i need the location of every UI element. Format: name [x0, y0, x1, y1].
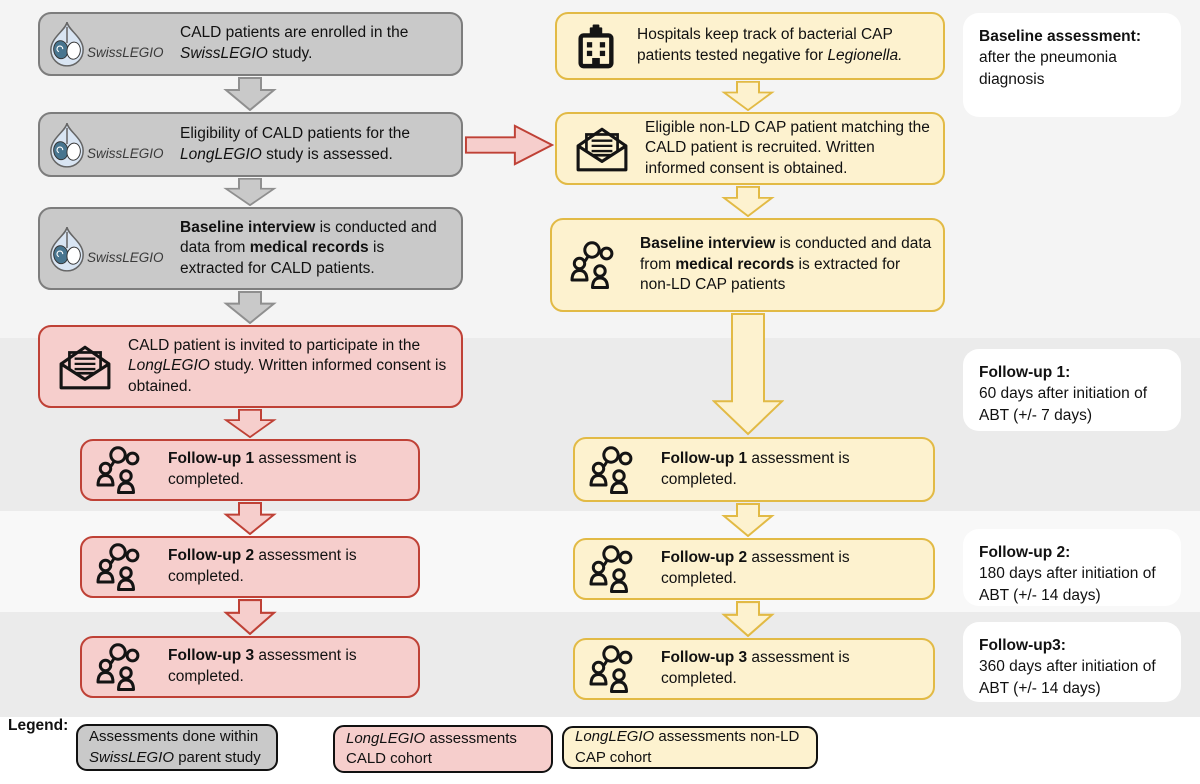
people-talking-icon: [96, 642, 150, 692]
flow-box-nonld-recruited: Eligible non-LD CAP patient matching the…: [555, 112, 945, 185]
flow-box-text: Baseline interview is conducted and data…: [640, 235, 932, 294]
people-talking-icon: [570, 240, 624, 290]
swisslegio-drop-icon: [48, 122, 86, 168]
flow-box-cald-followup2: Follow-up 2 assessment is completed.: [80, 536, 420, 598]
down-arrow-icon: [223, 502, 277, 535]
envelope-icon: [58, 343, 112, 391]
note-followup2: Follow-up 2: 180 days after initiation o…: [963, 529, 1181, 606]
note-body: 180 days after initiation of ABT (+/- 14…: [979, 565, 1156, 604]
flow-box-text: Eligible non-LD CAP patient matching the…: [645, 118, 930, 177]
hospital-icon: [573, 23, 619, 69]
down-arrow-icon: [721, 503, 775, 537]
swisslegio-logo-label: SwissLEGIO: [87, 249, 164, 265]
note-body: 60 days after initiation of ABT (+/- 7 d…: [979, 385, 1148, 424]
flow-box-cald-enrolled: SwissLEGIO CALD patients are enrolled in…: [38, 12, 463, 76]
note-title: Follow-up 1:: [979, 364, 1071, 381]
flow-box-text: Eligibility of CALD patients for the Lon…: [180, 124, 411, 163]
flow-box-text: Follow-up 3 assessment is completed.: [661, 649, 850, 687]
flow-box-text: Hospitals keep track of bacterial CAP pa…: [637, 26, 903, 64]
people-talking-icon: [96, 445, 150, 495]
flow-box-text: Follow-up 2 assessment is completed.: [168, 547, 357, 585]
down-arrow-icon: [721, 186, 775, 217]
swisslegio-drop-icon: [48, 226, 86, 272]
legend-item-text: LongLEGIO assessments CALD cohort: [346, 729, 517, 767]
note-followup3: Follow-up3: 360 days after initiation of…: [963, 622, 1181, 702]
down-arrow-long-icon: [712, 313, 784, 436]
flow-box-nonld-followup2: Follow-up 2 assessment is completed.: [573, 538, 935, 600]
flow-box-text: Follow-up 1 assessment is completed.: [661, 449, 850, 488]
flow-box-text: CALD patients are enrolled in the SwissL…: [180, 24, 409, 62]
flow-box-eligibility-assessed: SwissLEGIO Eligibility of CALD patients …: [38, 112, 463, 177]
flow-box-cald-followup3: Follow-up 3 assessment is completed.: [80, 636, 420, 698]
flow-box-text: Follow-up 1 assessment is completed.: [168, 450, 357, 488]
flow-box-cald-invited: CALD patient is invited to participate i…: [38, 325, 463, 408]
legend-item-swisslegio: Assessments done within SwissLEGIO paren…: [76, 724, 278, 771]
flow-box-text: Follow-up 3 assessment is completed.: [168, 647, 357, 685]
note-title: Follow-up3:: [979, 637, 1066, 654]
down-arrow-icon: [721, 81, 775, 111]
note-title: Follow-up 2:: [979, 544, 1071, 561]
note-body: after the pneumonia diagnosis: [979, 49, 1117, 88]
swisslegio-logo: SwissLEGIO: [40, 226, 180, 272]
legend-item-text: LongLEGIO assessments non-LD CAP cohort: [575, 728, 800, 766]
flow-box-nonld-followup3: Follow-up 3 assessment is completed.: [573, 638, 935, 700]
legend-item-longlegio-cald: LongLEGIO assessments CALD cohort: [333, 725, 553, 773]
flow-box-text: Follow-up 2 assessment is completed.: [661, 549, 850, 587]
people-talking-icon: [589, 544, 643, 594]
legend-label: Legend:: [8, 717, 69, 734]
envelope-icon: [575, 125, 629, 173]
swisslegio-drop-icon: [48, 21, 86, 67]
legend-item-longlegio-nonld: LongLEGIO assessments non-LD CAP cohort: [562, 726, 818, 769]
swisslegio-logo: SwissLEGIO: [40, 21, 180, 67]
down-arrow-icon: [223, 409, 277, 438]
swisslegio-logo-label: SwissLEGIO: [87, 45, 164, 60]
note-title: Baseline assessment:: [979, 28, 1141, 45]
down-arrow-icon: [223, 77, 277, 111]
note-body: 360 days after initiation of ABT (+/- 14…: [979, 658, 1156, 697]
flow-box-hospital-tracking: Hospitals keep track of bacterial CAP pa…: [555, 12, 945, 80]
down-arrow-icon: [223, 291, 277, 324]
people-talking-icon: [96, 542, 150, 592]
swisslegio-logo: SwissLEGIO: [40, 122, 180, 168]
flow-box-cald-followup1: Follow-up 1 assessment is completed.: [80, 439, 420, 501]
flow-box-baseline-nonld: Baseline interview is conducted and data…: [550, 218, 945, 312]
swisslegio-logo-label: SwissLEGIO: [87, 145, 164, 161]
people-talking-icon: [589, 644, 643, 694]
note-followup1: Follow-up 1: 60 days after initiation of…: [963, 349, 1181, 431]
down-arrow-icon: [223, 599, 277, 635]
flow-box-text: Baseline interview is conducted and data…: [180, 218, 437, 277]
flow-box-nonld-followup1: Follow-up 1 assessment is completed.: [573, 437, 935, 502]
note-baseline-assessment: Baseline assessment: after the pneumonia…: [963, 13, 1181, 117]
down-arrow-icon: [223, 178, 277, 206]
legend-item-text: Assessments done within SwissLEGIO paren…: [89, 728, 261, 766]
flow-box-baseline-cald: SwissLEGIO Baseline interview is conduct…: [38, 207, 463, 290]
down-arrow-icon: [721, 601, 775, 637]
people-talking-icon: [589, 445, 643, 495]
flow-box-text: CALD patient is invited to participate i…: [128, 336, 447, 395]
right-arrow-icon: [464, 124, 554, 166]
